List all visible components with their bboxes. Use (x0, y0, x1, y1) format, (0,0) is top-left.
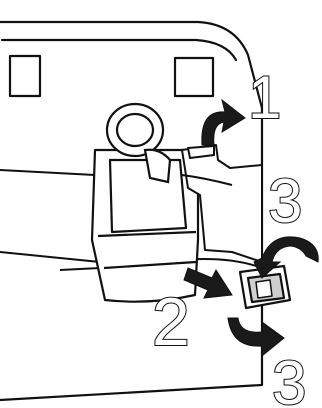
arrow-step1-icon (202, 100, 245, 145)
step-3-top-label: 3 (268, 167, 302, 236)
latch-body (92, 150, 198, 302)
step-2-label: 2 (152, 284, 190, 360)
step-1-label: 1 (248, 64, 281, 131)
step-3-bottom-label: 3 (272, 349, 306, 408)
